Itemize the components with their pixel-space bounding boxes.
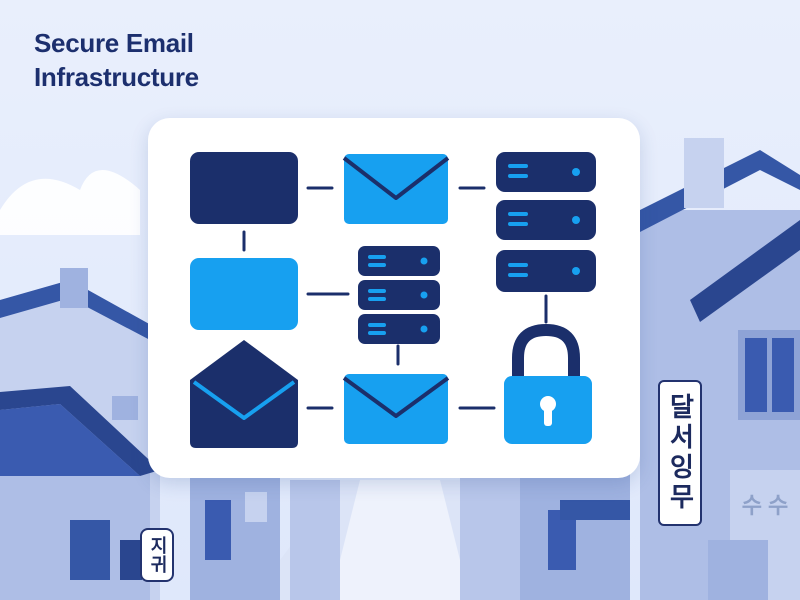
server-icon (496, 250, 596, 292)
page-title: Secure Email Infrastructure (34, 26, 294, 94)
chimney-right (684, 138, 724, 208)
mail-envelope-icon (342, 154, 450, 224)
house-mid-left-2 (290, 480, 340, 600)
diagram-card (148, 118, 640, 478)
door-left-front (120, 540, 142, 580)
window-left-back (112, 396, 138, 420)
shop-sign-right: 수수 (741, 494, 795, 519)
cyan-rectangle-icon (190, 258, 298, 330)
server-stack-icon (496, 152, 596, 240)
roof-left-back (0, 280, 160, 340)
padlock-icon (504, 323, 592, 444)
cloud-shape (0, 170, 140, 235)
title-line-1: Secure Email (34, 28, 194, 58)
navy-rectangle-icon (190, 152, 298, 224)
title-line-2: Infrastructure (34, 62, 199, 92)
email-infrastructure-diagram (190, 152, 596, 448)
shop-sign-vertical: 달서잉무 (658, 380, 702, 526)
connector-lines (242, 186, 548, 410)
server-stack-icon (358, 246, 440, 344)
house-mid-left (190, 470, 280, 600)
mail-envelope-icon (342, 374, 450, 444)
house-mid-right (460, 478, 520, 600)
chimney-left (60, 268, 88, 308)
door-mid-left (205, 500, 231, 560)
awning-mid-right (560, 500, 630, 520)
roof-right-mid (690, 220, 800, 322)
roof-left-front (0, 386, 160, 476)
roof-left-front-tiles (0, 404, 140, 476)
window-mid-left (245, 492, 267, 522)
window-right-upper-pane-2 (772, 338, 794, 412)
open-envelope-icon (190, 340, 298, 448)
shop-sign-left: 지귀 (140, 528, 174, 582)
window-left-front (70, 520, 110, 580)
house-right-lower-front (708, 540, 768, 600)
window-right-upper-pane (745, 338, 767, 412)
lane-road-center (330, 480, 470, 600)
